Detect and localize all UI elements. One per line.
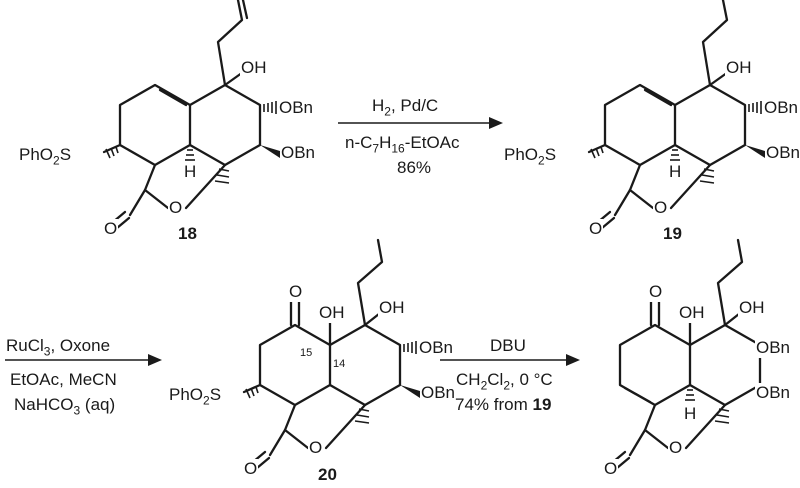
step2-buffer: NaHCO3 (aq) xyxy=(14,395,116,418)
obn-label: OBn xyxy=(755,338,792,358)
step1-yield: 86% xyxy=(397,158,432,177)
o-label: O xyxy=(668,438,684,458)
step3-conditions: CH2Cl2, 0 °C xyxy=(456,370,553,393)
sulfonyl-label: PhO2S xyxy=(168,385,223,411)
step3-reagent: DBU xyxy=(490,336,526,355)
obn-label: OBn xyxy=(278,98,315,118)
compound-20-structure xyxy=(242,238,420,470)
o-label: O xyxy=(653,198,669,218)
compound-number: 18 xyxy=(178,224,197,243)
oh-label: OH xyxy=(378,298,406,318)
obn-label: OBn xyxy=(420,383,457,403)
obn-label: OBn xyxy=(280,143,317,163)
compound-number: 19 xyxy=(663,224,682,243)
compound-19-structure xyxy=(587,0,765,230)
sulfonyl-label: PhO2S xyxy=(503,145,558,171)
step3-yield: 74% from 19 xyxy=(455,395,552,414)
o-label: O xyxy=(288,282,304,302)
o-label: O xyxy=(603,459,619,479)
o-label: O xyxy=(308,438,324,458)
h-label: H xyxy=(668,162,683,182)
obn-label: OBn xyxy=(765,143,800,163)
compound-number: 20 xyxy=(318,465,337,484)
o-label: O xyxy=(588,219,604,239)
compound-18-structure xyxy=(102,0,280,230)
reaction-arrow-1 xyxy=(338,117,503,129)
h-label: H xyxy=(683,404,698,424)
oh-label: OH xyxy=(678,303,706,323)
product-structure xyxy=(611,238,778,470)
o-label: O xyxy=(103,219,119,239)
obn-label: OBn xyxy=(418,338,455,358)
obn-label: OBn xyxy=(763,98,800,118)
carbon-14-label: 14 xyxy=(333,358,346,370)
oh-label: OH xyxy=(738,298,766,318)
oh-label: OH xyxy=(240,58,268,78)
obn-label: OBn xyxy=(755,383,792,403)
o-label: O xyxy=(648,282,664,302)
step1-solvent: n-C7H16-EtOAc xyxy=(345,133,460,156)
h-label: H xyxy=(183,162,198,182)
reaction-arrow-2 xyxy=(5,354,162,366)
step2-solvent: EtOAc, MeCN xyxy=(10,370,117,389)
step2-reagents: RuCl3, Oxone xyxy=(6,336,111,359)
carbon-15-label: 15 xyxy=(300,347,313,359)
oh-label: OH xyxy=(725,58,753,78)
oh-label: OH xyxy=(318,303,346,323)
o-label: O xyxy=(168,198,184,218)
sulfonyl-label: PhO2S xyxy=(18,145,73,171)
step1-reagents: H2, Pd/C xyxy=(372,96,439,119)
reaction-arrow-3 xyxy=(440,354,580,366)
o-label: O xyxy=(243,459,259,479)
